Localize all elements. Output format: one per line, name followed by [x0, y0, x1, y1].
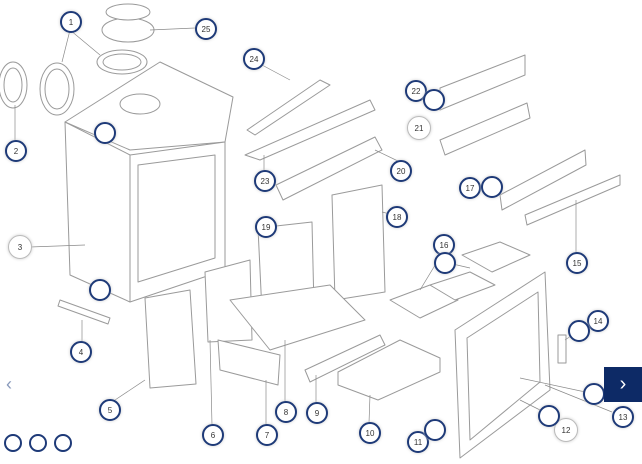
part-callout[interactable]: 6 [202, 424, 224, 446]
carousel-dot-3[interactable] [54, 434, 72, 452]
carousel-prev-button[interactable]: ‹ [6, 374, 22, 394]
part-callout[interactable]: 21 [407, 116, 431, 140]
part-callout[interactable]: 2 [5, 140, 27, 162]
part-callout[interactable]: 7 [256, 424, 278, 446]
chevron-left-icon: ‹ [6, 374, 12, 394]
part-callout[interactable]: 4 [70, 341, 92, 363]
part-callout[interactable]: 10 [359, 422, 381, 444]
part-callout[interactable]: 23 [254, 170, 276, 192]
part-callout[interactable]: 8 [275, 401, 297, 423]
part-callout[interactable]: 25 [195, 18, 217, 40]
part-callout[interactable]: 15 [566, 252, 588, 274]
part-callout[interactable]: 5 [99, 399, 121, 421]
part-callout[interactable]: 1 [60, 11, 82, 33]
part-callout[interactable] [583, 383, 605, 405]
part-callout[interactable] [424, 419, 446, 441]
part-callout[interactable]: 14 [587, 310, 609, 332]
carousel-dot-2[interactable] [29, 434, 47, 452]
part-callout[interactable] [94, 122, 116, 144]
part-callout[interactable]: 3 [8, 235, 32, 259]
part-callout[interactable] [423, 89, 445, 111]
part-callout[interactable]: 20 [390, 160, 412, 182]
carousel-next-button[interactable]: › [604, 367, 642, 402]
part-callout[interactable] [538, 405, 560, 427]
part-callout[interactable] [481, 176, 503, 198]
part-callout[interactable]: 9 [306, 402, 328, 424]
part-callout[interactable] [89, 279, 111, 301]
part-callout[interactable] [568, 320, 590, 342]
part-callout[interactable]: 24 [243, 48, 265, 70]
part-callout[interactable] [434, 252, 456, 274]
bricks [144, 184, 531, 401]
carousel-dot-1[interactable] [4, 434, 22, 452]
stove-body [64, 61, 234, 303]
part-callout[interactable]: 11 [407, 431, 429, 453]
part-callout[interactable]: 17 [459, 177, 481, 199]
part-callout[interactable]: 18 [386, 206, 408, 228]
baffles [244, 54, 621, 226]
flue-collar [96, 3, 155, 75]
part-callout[interactable]: 13 [612, 406, 634, 428]
chevron-right-icon: › [619, 373, 627, 395]
door [454, 271, 567, 459]
blanking-plates [0, 61, 75, 116]
bracket [57, 299, 111, 325]
part-callout[interactable]: 19 [255, 216, 277, 238]
